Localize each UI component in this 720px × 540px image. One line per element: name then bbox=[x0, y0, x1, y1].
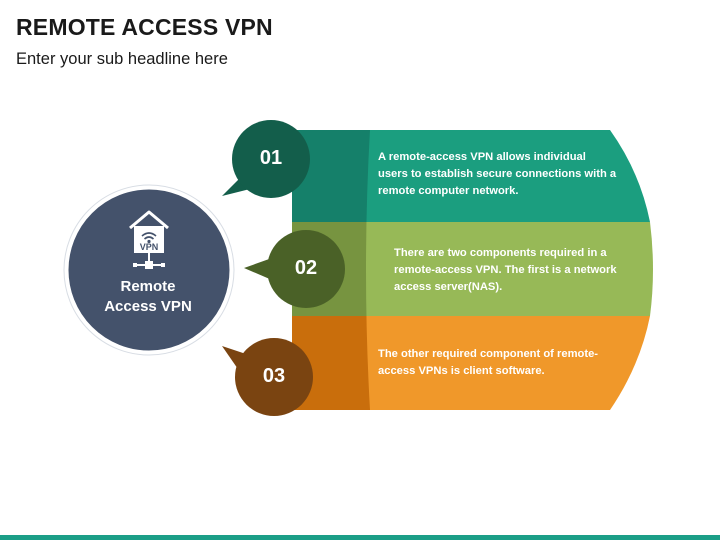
step-text-02: There are two components required in a r… bbox=[394, 247, 617, 293]
step-number-02: 02 bbox=[294, 257, 318, 279]
bubble-03 bbox=[222, 338, 313, 416]
step-number-03: 03 bbox=[262, 365, 286, 387]
house-wifi-vpn-icon bbox=[129, 210, 169, 269]
hub-circle bbox=[65, 186, 233, 354]
step-text-01: A remote-access VPN allows individual us… bbox=[378, 151, 617, 197]
bubble-01 bbox=[222, 120, 310, 198]
band-01-inner bbox=[292, 130, 370, 222]
band-02 bbox=[292, 222, 653, 316]
step-text-03: The other required component of remote-a… bbox=[378, 348, 599, 377]
page-subtitle: Enter your sub headline here bbox=[16, 50, 228, 68]
hub-label: Remote Access VPN bbox=[88, 277, 208, 317]
hub-label-line2: Access VPN bbox=[104, 298, 192, 315]
step-number-01: 01 bbox=[259, 147, 283, 169]
hub-icon-label: VPN bbox=[140, 242, 159, 252]
accent-bar bbox=[0, 535, 720, 540]
band-03 bbox=[292, 316, 650, 410]
page-title: REMOTE ACCESS VPN bbox=[16, 14, 273, 40]
bubble-02 bbox=[244, 230, 345, 308]
hub-label-line1: Remote bbox=[120, 278, 176, 295]
band-01 bbox=[292, 130, 650, 222]
